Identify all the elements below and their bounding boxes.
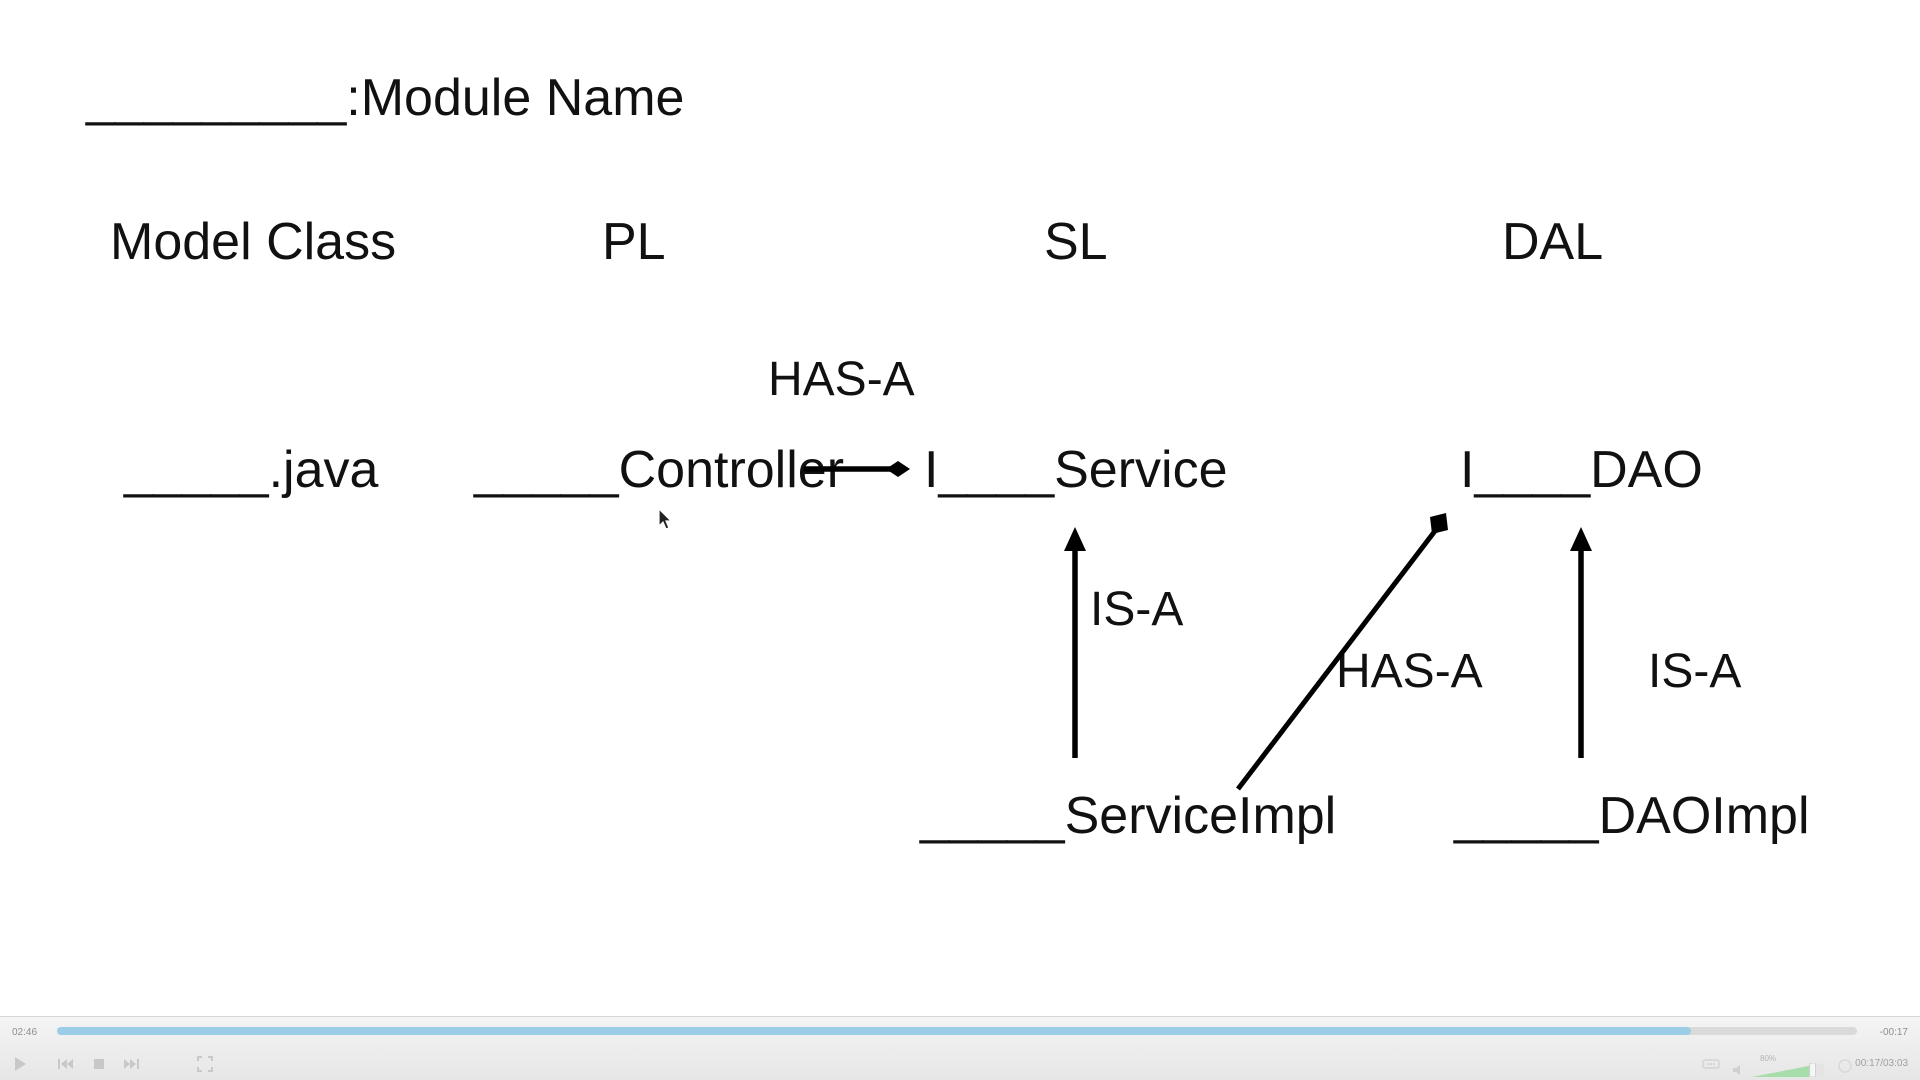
- skip-forward-icon: [124, 1059, 139, 1069]
- total-time: 00:17/03:03: [1855, 1058, 1908, 1069]
- logo-icon: [1838, 1059, 1852, 1073]
- slide-title: _________:Module Name: [86, 69, 685, 127]
- model-java-class: _____.java: [124, 441, 379, 499]
- play-button[interactable]: [9, 1053, 31, 1075]
- header-pl: PL: [602, 213, 666, 271]
- service-impl-class: _____ServiceImpl: [920, 787, 1337, 845]
- skip-back-button[interactable]: [55, 1053, 77, 1075]
- elapsed-time: 02:46: [12, 1027, 38, 1038]
- remaining-time: -00:17: [1879, 1027, 1908, 1038]
- progress-bar[interactable]: [57, 1027, 1857, 1035]
- header-sl: SL: [1044, 213, 1108, 271]
- volume-slider[interactable]: [1752, 1063, 1824, 1077]
- volume-button[interactable]: [1728, 1059, 1750, 1080]
- dao-impl-class: _____DAOImpl: [1454, 787, 1810, 845]
- play-icon: [15, 1057, 26, 1071]
- idao-interface: I____DAO: [1460, 441, 1703, 499]
- player-control-bar: 02:46 -00:17: [0, 1016, 1920, 1080]
- fullscreen-icon: [197, 1056, 213, 1072]
- volume-thumb[interactable]: [1809, 1063, 1817, 1077]
- volume-percent: 80%: [1760, 1054, 1777, 1063]
- progress-fill: [57, 1027, 1692, 1035]
- mouse-cursor-icon: [658, 508, 673, 530]
- fullscreen-button[interactable]: [194, 1053, 216, 1075]
- has-a-label-controller-service: HAS-A: [768, 353, 915, 406]
- lecture-slide: _________:Module Name Model Class PL SL …: [86, 69, 1810, 845]
- stop-icon: [94, 1059, 104, 1069]
- is-a-arrow-daoimpl-idao: [1570, 527, 1592, 758]
- is-a-label-serviceimpl-iservice: IS-A: [1090, 583, 1184, 636]
- header-dal: DAL: [1502, 213, 1604, 271]
- iservice-interface: I____Service: [924, 441, 1228, 499]
- brand-logo: [1834, 1055, 1856, 1077]
- volume-level-fill: [1752, 1065, 1810, 1077]
- is-a-arrow-serviceimpl-iservice: [1064, 527, 1086, 758]
- controller-class: _____Controller: [474, 441, 845, 499]
- header-model-class: Model Class: [110, 213, 397, 271]
- stop-button[interactable]: [88, 1053, 110, 1075]
- has-a-label-serviceimpl-idao: HAS-A: [1336, 645, 1483, 698]
- is-a-label-daoimpl-idao: IS-A: [1648, 645, 1742, 698]
- skip-forward-button[interactable]: [120, 1053, 142, 1075]
- skip-back-icon: [58, 1059, 73, 1069]
- relationship-arrows: [803, 461, 1592, 791]
- captions-button[interactable]: [1700, 1053, 1722, 1075]
- captions-icon: [1702, 1059, 1720, 1069]
- volume-icon: [1733, 1065, 1740, 1075]
